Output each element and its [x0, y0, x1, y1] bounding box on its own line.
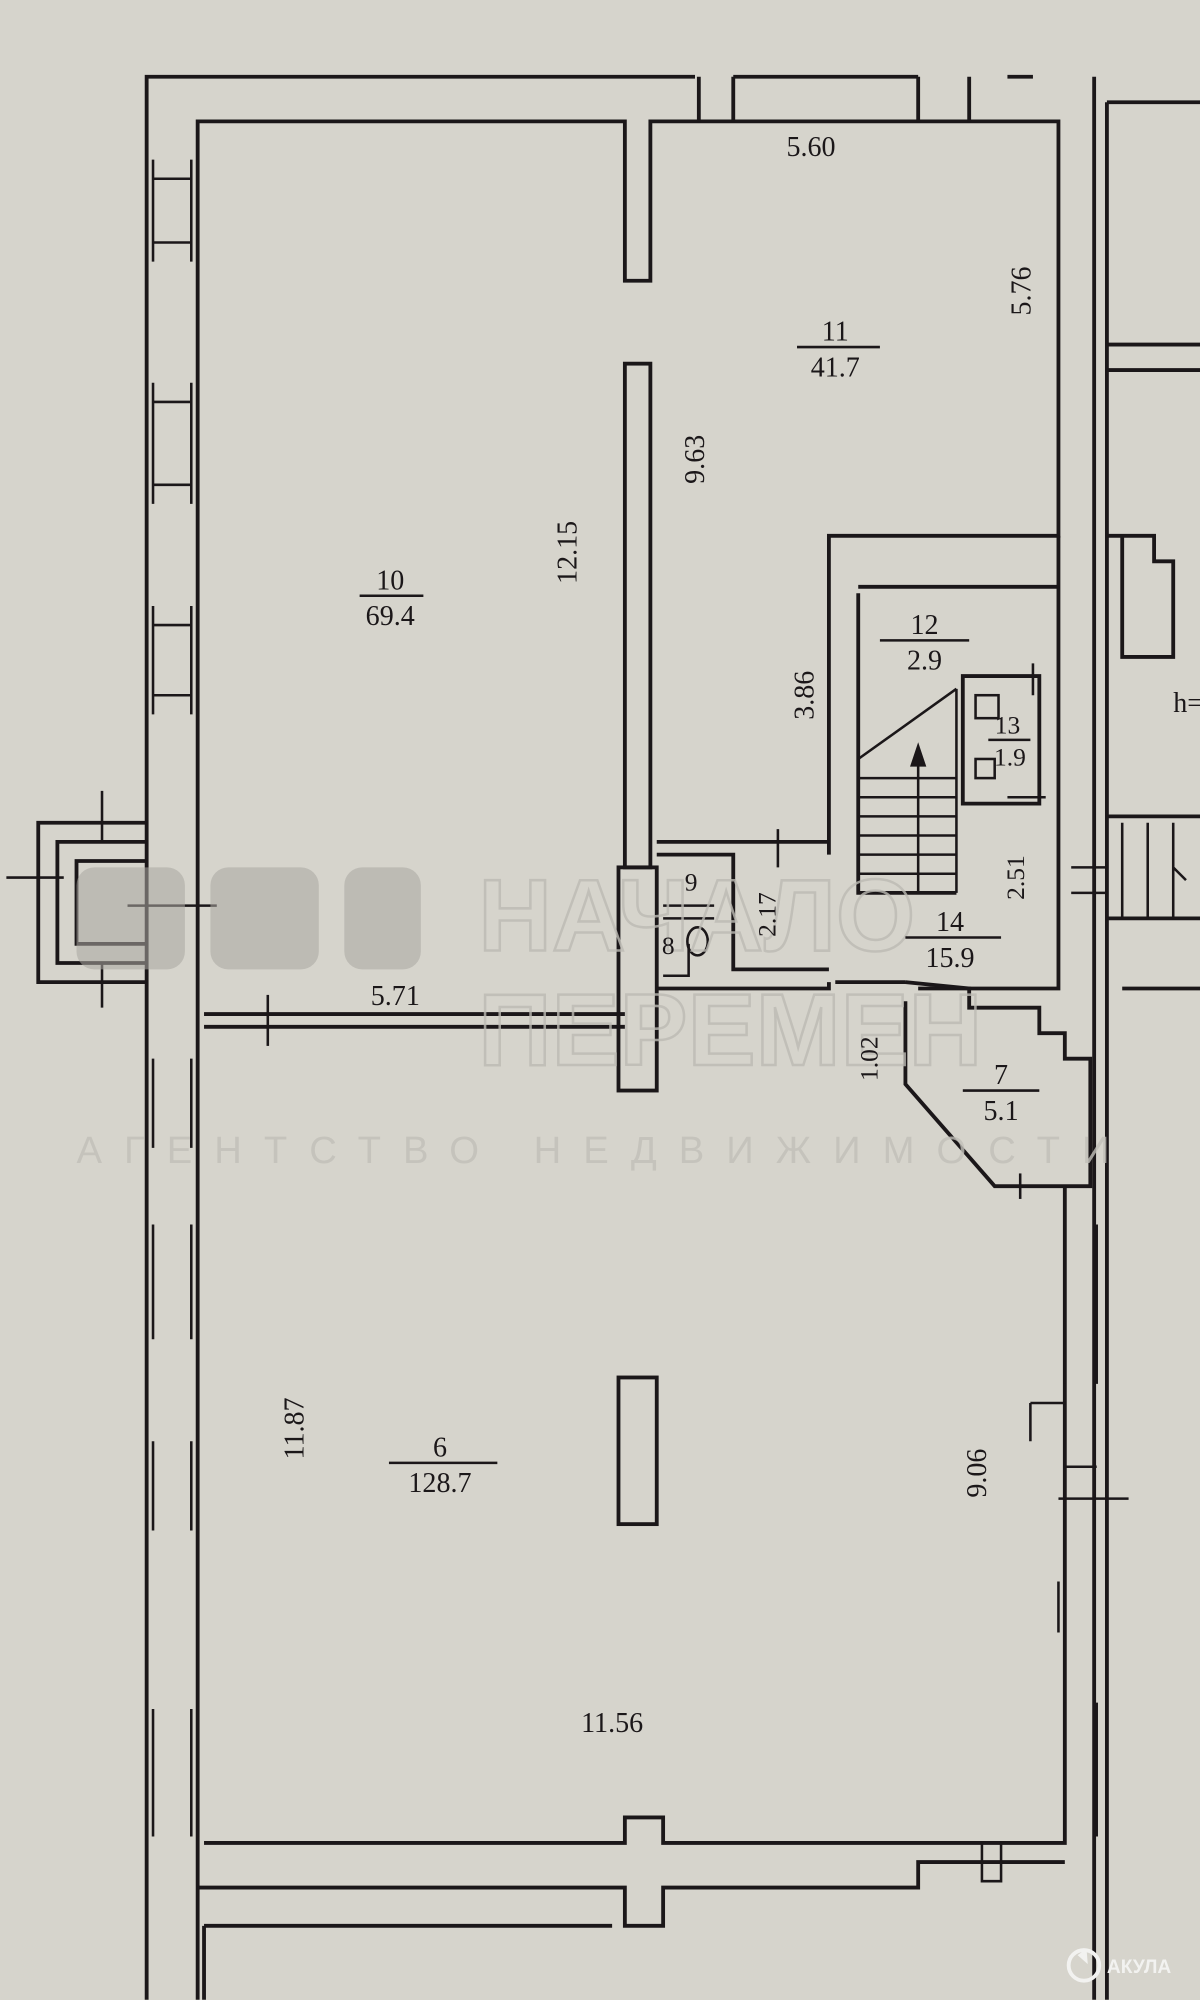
room-11-area: 41.7 — [811, 352, 860, 383]
walls — [6, 74, 1200, 2000]
dim-1-02: 1.02 — [854, 1036, 883, 1081]
room-6-area: 128.7 — [408, 1468, 471, 1499]
room-7-area: 5.1 — [984, 1096, 1019, 1127]
room-11-number: 11 — [822, 317, 849, 348]
watermark-line1: НАЧАЛО — [478, 858, 915, 972]
room-6-number: 6 — [433, 1433, 447, 1464]
watermark-line2: ПЕРЕМЕН — [478, 973, 982, 1087]
akula-logo: АКУЛА — [1066, 1948, 1172, 1983]
dim-5-76: 5.76 — [1006, 266, 1037, 315]
room-14-number: 14 — [936, 907, 964, 938]
room-10-number: 10 — [376, 565, 404, 596]
dim-11-56: 11.56 — [581, 1708, 643, 1739]
room-13-number: 13 — [995, 710, 1021, 739]
dim-12-15: 12.15 — [552, 521, 583, 584]
dim-9-06: 9.06 — [962, 1449, 993, 1498]
shark-icon — [1066, 1948, 1102, 1983]
room-12-area: 2.9 — [907, 646, 942, 677]
watermark: НАЧАЛО ПЕРЕМЕН АГЕНТСТВО НЕДВИЖИМОСТИ — [76, 857, 1123, 1172]
dim-9-63: 9.63 — [680, 435, 711, 484]
dim-2-17: 2.17 — [752, 892, 781, 937]
dim-11-87: 11.87 — [280, 1397, 311, 1459]
room-12-number: 12 — [911, 610, 939, 641]
dim-3-86: 3.86 — [790, 671, 821, 720]
room-10-area: 69.4 — [366, 601, 415, 632]
dim-5-71: 5.71 — [371, 981, 420, 1012]
room-9-number: 9 — [685, 867, 698, 896]
watermark-tagline: АГЕНТСТВО НЕДВИЖИМОСТИ — [77, 1129, 1123, 1172]
dim-2-51: 2.51 — [1001, 855, 1030, 900]
room-14-area: 15.9 — [926, 943, 975, 974]
dimension-labels: 5.60 5.76 9.63 12.15 3.86 2.17 2.51 5.71… — [280, 132, 1038, 1739]
room-13-area: 1.9 — [994, 742, 1026, 771]
room-labels: 10 69.4 11 41.7 12 2.9 13 1.9 9 8 14 15.… — [359, 317, 1200, 1499]
room-7-number: 7 — [994, 1060, 1008, 1091]
logo-text: АКУЛА — [1107, 1957, 1172, 1978]
dim-5-60: 5.60 — [787, 132, 836, 163]
room-8-number: 8 — [662, 931, 675, 960]
height-label: h=3 — [1173, 688, 1200, 719]
